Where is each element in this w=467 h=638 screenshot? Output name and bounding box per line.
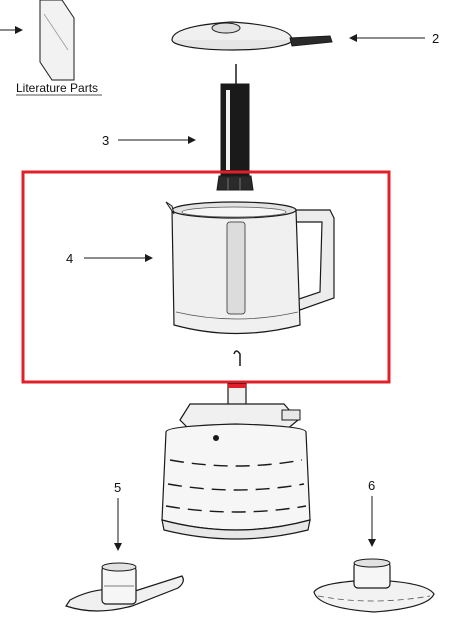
part-chopping-blade[interactable] — [65, 562, 184, 612]
callout-3-label: 3 — [102, 133, 109, 148]
callout-5-label: 5 — [114, 480, 121, 495]
part-slicing-disc[interactable] — [313, 558, 435, 613]
part-lid[interactable] — [171, 21, 333, 51]
literature-parts-label: Literature Parts — [16, 81, 98, 95]
highlight-box — [21, 170, 391, 384]
callout-2-label: 2 — [432, 31, 439, 46]
callout-6-label: 6 — [368, 478, 375, 493]
callout-4-label: 4 — [66, 251, 73, 266]
literature-booklet[interactable] — [39, 0, 75, 81]
part-base[interactable] — [161, 403, 311, 540]
part-work-bowl[interactable] — [165, 201, 335, 335]
part-pusher[interactable] — [216, 64, 254, 191]
